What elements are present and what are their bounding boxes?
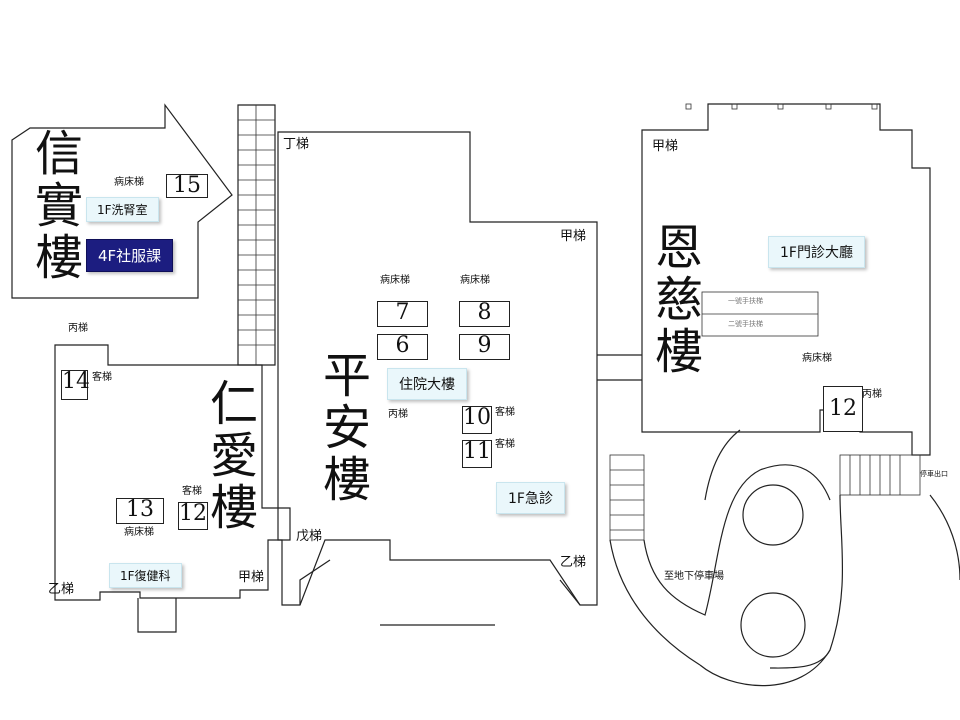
guest-elevator-10-label: 客梯 [495,407,515,418]
enci-building-name: 恩慈樓 [646,222,702,378]
bed-elevator-pingan-1-label: 病床梯 [380,275,410,286]
elevator-12-enci[interactable]: 12 [823,386,863,432]
elevator-9[interactable]: 9 [459,334,510,360]
renai-annex-outline [137,598,177,633]
driveway-curves [609,429,960,687]
guest-elevator-11-label: 客梯 [495,439,515,450]
elevator-13[interactable]: 13 [116,498,164,524]
enci-building-outline [641,103,931,456]
guest-elevator-14-label: 客梯 [92,372,112,383]
stair-bing-renai-label: 丙梯 [68,323,88,334]
pingan-building-outline [277,131,598,606]
elevator-11[interactable]: 11 [462,440,492,468]
enci-roof-marks [685,103,878,110]
bed-elevator-renai-label: 病床梯 [124,527,154,538]
stair-yi-pingan-label: 乙梯 [560,555,587,570]
tag-outpatient-hall[interactable]: 1F門診大廳 [768,236,865,268]
stair-jia-renai-label: 甲梯 [238,570,265,585]
guest-elevator-12-label: 客梯 [182,486,202,497]
stair-bing-pingan-label: 丙梯 [388,409,408,420]
to-parking-label: 至地下停車場 [664,571,724,582]
elevator-10[interactable]: 10 [462,406,492,434]
renai-building-outline [54,344,291,601]
corridor-to-enci [597,354,642,381]
tag-emergency[interactable]: 1F急診 [496,482,565,514]
stair-column-steps [238,105,275,365]
elevator-8[interactable]: 8 [459,301,510,327]
parking-exit-label: 停車出口 [920,470,948,478]
stair-column-outline [237,104,276,366]
pingan-entrance-right [559,579,581,606]
elevator-14[interactable]: 14 [61,370,90,400]
stair-yi-renai-label: 乙梯 [48,582,75,597]
pingan-entrance-left [299,559,331,605]
escalator-1-label: 一號手扶梯 [728,297,763,305]
stair-jia-pingan-label: 甲梯 [560,229,587,244]
xinshi-building-outline [11,103,233,299]
renai-building-name: 仁愛樓 [201,378,257,534]
stair-bing-enci-label: 丙梯 [862,389,882,400]
stair-jia-enci-label: 甲梯 [652,139,679,154]
tag-dialysis[interactable]: 1F洗腎室 [86,197,159,222]
bed-elevator-xinshi-label: 病床梯 [114,177,144,188]
tag-inpatient[interactable]: 住院大樓 [387,368,467,400]
bed-elevator-enci-label: 病床梯 [802,353,832,364]
tag-social-service[interactable]: 4F社服課 [86,239,174,272]
stair-ding-label: 丁梯 [283,137,310,152]
pingan-building-name: 平安樓 [314,350,370,506]
elevator-12-renai[interactable]: 12 [178,502,208,530]
ramp-stairs [609,454,921,541]
escalator-2-label: 二號手扶梯 [728,320,763,328]
elevator-15[interactable]: 15 [166,174,208,198]
elevator-6[interactable]: 6 [377,334,428,360]
stair-wu-label: 戊梯 [296,529,323,544]
bed-elevator-pingan-2-label: 病床梯 [460,275,490,286]
xinshi-building-name: 信實樓 [26,128,82,284]
tag-rehab[interactable]: 1F復健科 [109,563,182,588]
elevator-7[interactable]: 7 [377,301,428,327]
